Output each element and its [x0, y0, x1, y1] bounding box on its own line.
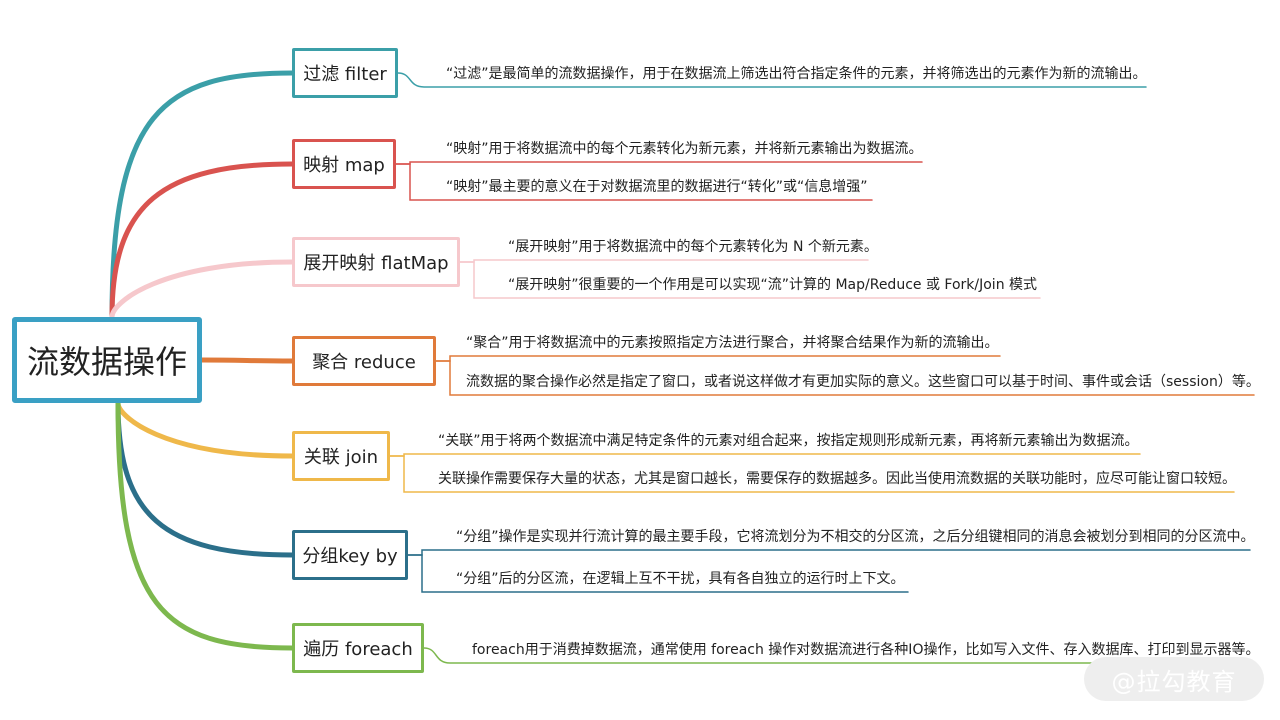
- branch-description: “展开映射”用于将数据流中的每个元素转化为 N 个新元素。: [508, 239, 878, 255]
- description-connector: [395, 163, 873, 201]
- branch-node: 遍历 foreach: [292, 623, 424, 673]
- description-connector: [407, 554, 909, 593]
- branch-connector: [199, 357, 295, 364]
- branch-connector: [115, 400, 295, 459]
- branch-node: 分组key by: [292, 530, 408, 580]
- branch-node: 关联 join: [292, 431, 390, 481]
- description-connector: [459, 261, 1041, 299]
- description-connector: [423, 647, 1235, 664]
- root-node: 流数据操作: [12, 317, 202, 403]
- description-connector: [407, 549, 1251, 556]
- branch-connector: [115, 400, 295, 651]
- branch-node: 过滤 filter: [292, 48, 398, 98]
- branch-description: “关联”用于将两个数据流中满足特定条件的元素对组合起来，按指定规则形成新元素，再…: [438, 433, 1139, 449]
- branch-connector: [109, 70, 295, 320]
- branch-connector: [109, 161, 295, 320]
- branch-description: 关联操作需要保存大量的状态，尤其是窗口越长，需要保存的数据越多。因此当使用流数据…: [438, 471, 1236, 487]
- branch-description: “分组”后的分区流，在逻辑上互不干扰，具有各自独立的运行时上下文。: [456, 571, 905, 587]
- description-connector: [389, 453, 1141, 457]
- watermark: @拉勾教育: [1084, 657, 1264, 701]
- branch-description: “过滤”是最简单的流数据操作，用于在数据流上筛选出符合指定条件的元素，并将筛选出…: [446, 66, 1147, 82]
- description-connector: [389, 455, 1235, 493]
- branch-description: foreach用于消费掉数据流，通常使用 foreach 操作对数据流进行各种I…: [472, 642, 1260, 658]
- description-connector: [435, 360, 1255, 396]
- branch-description: 流数据的聚合操作必然是指定了窗口，或者说这样做才有更加实际的意义。这些窗口可以基…: [466, 374, 1260, 390]
- branch-node: 聚合 reduce: [292, 336, 436, 386]
- description-connector: [397, 72, 1147, 88]
- description-connector: [435, 355, 1001, 362]
- branch-node: 展开映射 flatMap: [292, 237, 460, 287]
- branch-description: “映射”用于将数据流中的每个元素转化为新元素，并将新元素输出为数据流。: [446, 141, 923, 157]
- branch-description: “聚合”用于将数据流中的元素按照指定方法进行聚合，并将聚合结果作为新的流输出。: [466, 335, 999, 351]
- branch-description: “分组”操作是实现并行流计算的最主要手段，它将流划分为不相交的分区流，之后分组键…: [456, 529, 1255, 545]
- branch-node: 映射 map: [292, 139, 396, 189]
- description-connector: [459, 259, 869, 263]
- branch-description: “映射”最主要的意义在于对数据流里的数据进行“转化”或“信息增强”: [446, 179, 868, 195]
- branch-connector: [109, 259, 295, 320]
- branch-description: “展开映射”很重要的一个作用是可以实现“流”计算的 Map/Reduce 或 F…: [508, 277, 1038, 293]
- description-connector: [395, 161, 923, 165]
